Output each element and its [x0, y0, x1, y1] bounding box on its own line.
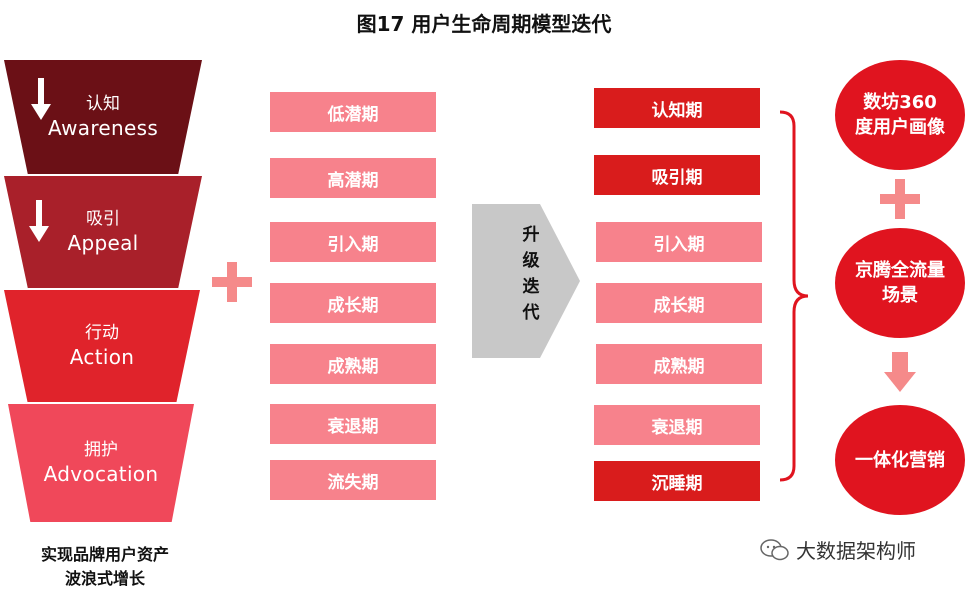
old-phase-box: 低潜期	[270, 92, 436, 132]
right-bracket-icon	[779, 110, 809, 482]
down-arrow-icon	[29, 200, 49, 242]
funnel-caption: 实现品牌用户资产 波浪式增长	[0, 543, 210, 591]
old-phase-box: 引入期	[270, 222, 436, 262]
funnel-stage-advocation: 拥护 Advocation	[8, 404, 194, 522]
stage-cn-label: 吸引	[86, 209, 120, 229]
stage-cn-label: 行动	[85, 323, 119, 343]
plus-icon	[880, 179, 920, 219]
upgrade-char: 迭	[522, 277, 540, 297]
upgrade-char: 级	[522, 251, 540, 271]
watermark-text: 大数据架构师	[796, 539, 916, 563]
caption-line: 实现品牌用户资产	[40, 545, 169, 564]
new-phase-box: 认知期	[594, 88, 760, 128]
upgrade-char: 代	[522, 303, 540, 323]
upgrade-label: 升 级 迭 代	[516, 222, 546, 326]
watermark: 大数据架构师	[760, 535, 916, 564]
new-phase-box: 沉睡期	[594, 461, 760, 501]
funnel-stage-awareness: 认知 Awareness	[4, 60, 202, 174]
aaaa-funnel: 认知 Awareness 吸引 Appeal 行动 Action 拥护 Advo…	[0, 0, 210, 596]
funnel-stage-action: 行动 Action	[4, 290, 200, 402]
new-phase-box: 引入期	[596, 222, 762, 262]
new-phase-box: 吸引期	[594, 155, 760, 195]
stage-en-label: Awareness	[47, 116, 159, 140]
circle-traffic-scenes: 京腾全流量场景	[835, 228, 965, 338]
caption-line: 波浪式增长	[64, 569, 145, 588]
stage-en-label: Advocation	[43, 462, 159, 486]
old-phase-box: 成熟期	[270, 344, 436, 384]
new-phase-box: 衰退期	[594, 405, 760, 445]
old-phase-box: 高潜期	[270, 158, 436, 198]
down-arrow-icon	[884, 352, 916, 392]
upgrade-arrow-icon	[472, 204, 580, 358]
new-phase-box: 成长期	[596, 283, 762, 323]
stage-en-label: Appeal	[67, 231, 139, 255]
old-phase-box: 成长期	[270, 283, 436, 323]
wechat-icon	[760, 538, 789, 560]
down-arrow-icon	[31, 78, 51, 120]
stage-cn-label: 拥护	[84, 440, 118, 460]
new-phase-box: 成熟期	[596, 344, 762, 384]
plus-icon	[212, 262, 252, 302]
circle-integrated-marketing: 一体化营销	[835, 405, 965, 515]
old-phase-box: 流失期	[270, 460, 436, 500]
stage-en-label: Action	[69, 345, 135, 369]
page-title: 图17 用户生命周期模型迭代	[356, 12, 612, 36]
stage-cn-label: 认知	[86, 94, 120, 114]
old-phase-box: 衰退期	[270, 404, 436, 444]
circle-user-profile: 数坊360度用户画像	[835, 60, 965, 170]
upgrade-char: 升	[522, 225, 540, 245]
